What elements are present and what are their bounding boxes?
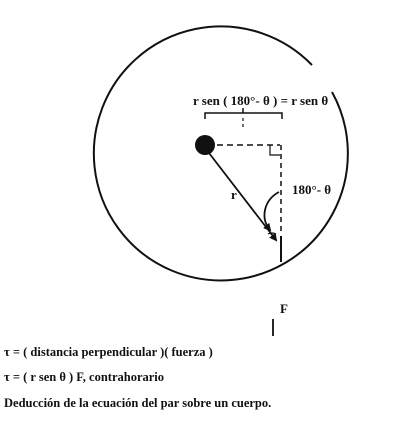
caption-line-3: Deducción de la ecuación del par sobre u… [4, 396, 271, 410]
force-label: F [280, 301, 288, 316]
perpendicular-distance-label: r sen ( 180°- θ ) = r sen θ [193, 93, 328, 108]
right-angle-marker [269, 145, 280, 156]
caption-line-2: τ = ( r sen θ ) F, contrahorario [4, 370, 164, 384]
angle-arc-small [267, 232, 277, 235]
rotation-axis-dot [195, 135, 215, 155]
rotating-body-outline [92, 25, 349, 282]
angle-label: 180°- θ [292, 182, 331, 197]
angle-arc-arrow [263, 191, 280, 232]
radius-label: r [231, 187, 237, 202]
caption-line-1: τ = ( distancia perpendicular )( fuerza … [4, 345, 213, 359]
radius-vector-arrow [208, 152, 278, 242]
perpendicular-distance-bracket [204, 108, 283, 119]
